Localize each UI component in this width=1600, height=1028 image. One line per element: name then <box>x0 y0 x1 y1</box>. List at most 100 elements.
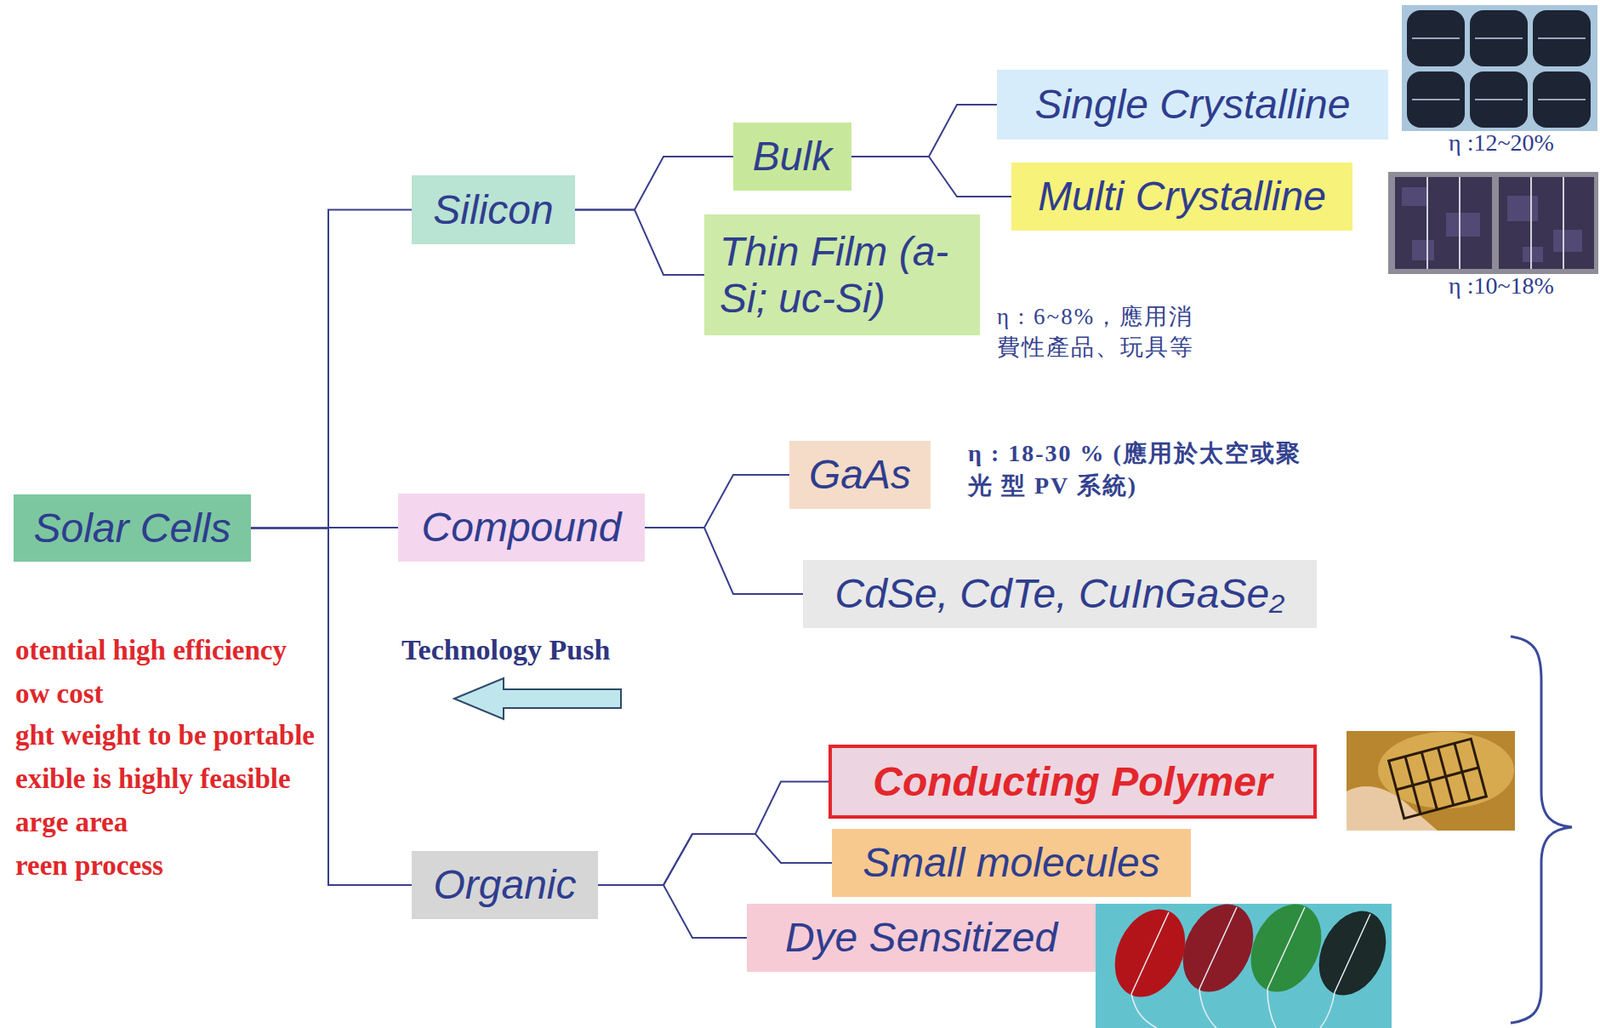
application-note: η : 18-30 % (應用於太空或聚光 型 PV 系統) <box>967 437 1313 502</box>
category-box: Small molecules <box>831 828 1191 897</box>
label-text: η : 18-30 % (應用於太空或聚光 型 PV 系統) <box>967 439 1302 499</box>
busbar <box>1537 98 1586 101</box>
grain <box>1412 239 1435 261</box>
photo-ground <box>1401 5 1598 131</box>
tree-connector <box>575 210 705 276</box>
polymer-cell-photo <box>1346 730 1515 831</box>
label-text: η : 6~8%，應用消 費性產品、玩具等 <box>996 303 1195 360</box>
device-frame <box>1389 738 1487 818</box>
grain <box>1446 212 1481 237</box>
category-box: Dye Sensitized <box>746 903 1096 972</box>
label-text: otential high efficiency <box>13 634 289 666</box>
gridline <box>1530 176 1532 269</box>
tree-connector <box>575 156 734 211</box>
category-box: GaAs <box>789 440 931 509</box>
category-box: Organic <box>411 850 598 919</box>
node-label: Small molecules <box>862 838 1160 886</box>
tree-connector <box>851 104 997 157</box>
advantage-item: ght weight to be portable <box>13 719 317 752</box>
node-label: Single Crystalline <box>1035 80 1351 128</box>
push-arrow <box>454 677 621 719</box>
node-label: Multi Crystalline <box>1037 172 1327 220</box>
multi-crystal-photo <box>1388 171 1599 274</box>
label-text: reen process <box>13 849 166 881</box>
label-text: ght weight to be portable <box>13 719 317 751</box>
efficiency-note: η :10~18% <box>1412 272 1591 300</box>
cell <box>1498 176 1595 269</box>
node-label: GaAs <box>808 450 912 498</box>
busbars <box>1412 38 1586 100</box>
grain-pattern <box>1401 187 1583 262</box>
application-note: η : 6~8%，應用消 費性產品、玩具等 <box>996 301 1210 364</box>
single-crystal-photo <box>1401 5 1598 131</box>
advantage-item: exible is highly feasible <box>13 762 293 795</box>
advantage-item: ow cost <box>13 677 106 710</box>
tree-connector <box>250 210 412 529</box>
gridline <box>1426 176 1429 269</box>
busbar <box>1474 37 1523 40</box>
label-text: Technology Push <box>401 633 610 666</box>
photo-ground <box>1388 171 1599 274</box>
tree-connector <box>597 833 832 885</box>
grain <box>1401 187 1428 206</box>
category-box: Compound <box>398 493 645 562</box>
tree-connector <box>644 474 790 528</box>
node-label: Organic <box>432 860 576 908</box>
category-box: Single Crystalline <box>996 69 1389 140</box>
efficiency-note: η :12~20% <box>1412 129 1591 157</box>
node-label: Silicon <box>432 186 553 234</box>
category-box: Silicon <box>411 175 576 245</box>
hand <box>1346 785 1438 831</box>
label-text: arge area <box>13 806 130 838</box>
grain <box>1553 229 1583 252</box>
group-brace <box>1510 636 1572 1023</box>
category-box: Conducting Polymer <box>828 744 1317 819</box>
wire <box>1320 991 1335 1028</box>
category-box: Bulk <box>733 122 852 191</box>
leaf-vein <box>1131 911 1169 994</box>
node-label: Thin Film (a-Si; uc-Si) <box>719 227 965 322</box>
category-box: Solar Cells <box>13 494 251 562</box>
node-label: Conducting Polymer <box>872 757 1272 805</box>
category-box: Thin Film (a-Si; uc-Si) <box>704 214 980 336</box>
tree-connector <box>644 527 803 594</box>
node-label: Dye Sensitized <box>785 913 1058 961</box>
grain <box>1522 246 1544 262</box>
trend-label: Technology Push <box>401 633 610 667</box>
tree-connector <box>597 884 747 938</box>
advantage-item: reen process <box>13 849 166 882</box>
cell <box>1395 176 1492 269</box>
busbar <box>1537 37 1586 40</box>
tree-connector <box>250 528 412 886</box>
label-text: η :10~18% <box>1448 272 1555 299</box>
category-box: Multi Crystalline <box>1011 162 1353 231</box>
gridline <box>1458 176 1461 269</box>
busbar <box>1412 37 1460 40</box>
device-strip <box>1396 767 1480 790</box>
photo-ground <box>1346 730 1515 831</box>
wafer <box>1532 71 1591 128</box>
category-box: CdSe, CdTe, CuInGaSe₂ <box>802 559 1317 628</box>
busbar <box>1474 98 1523 101</box>
node-label: Bulk <box>752 132 832 180</box>
gridline <box>1562 176 1565 269</box>
wafer <box>1406 10 1465 67</box>
gridlines <box>1427 176 1564 269</box>
leaf-cell <box>1305 899 1399 1007</box>
advantage-item: otential high efficiency <box>13 634 289 667</box>
wafer <box>1469 10 1528 67</box>
busbar <box>1412 98 1460 101</box>
leaf-vein <box>1199 906 1237 989</box>
advantage-item: arge area <box>13 806 130 838</box>
leaf-vein <box>1267 906 1305 989</box>
flexible-device <box>1389 738 1487 818</box>
label-text: exible is highly feasible <box>13 762 293 794</box>
wafer <box>1469 71 1528 128</box>
node-label: Solar Cells <box>33 504 231 552</box>
leaf-cell <box>1237 892 1336 1003</box>
tree-connector <box>851 156 1012 197</box>
wire <box>1267 988 1276 1028</box>
grain <box>1507 195 1538 222</box>
wafer <box>1406 71 1465 128</box>
wire <box>1131 993 1157 1028</box>
